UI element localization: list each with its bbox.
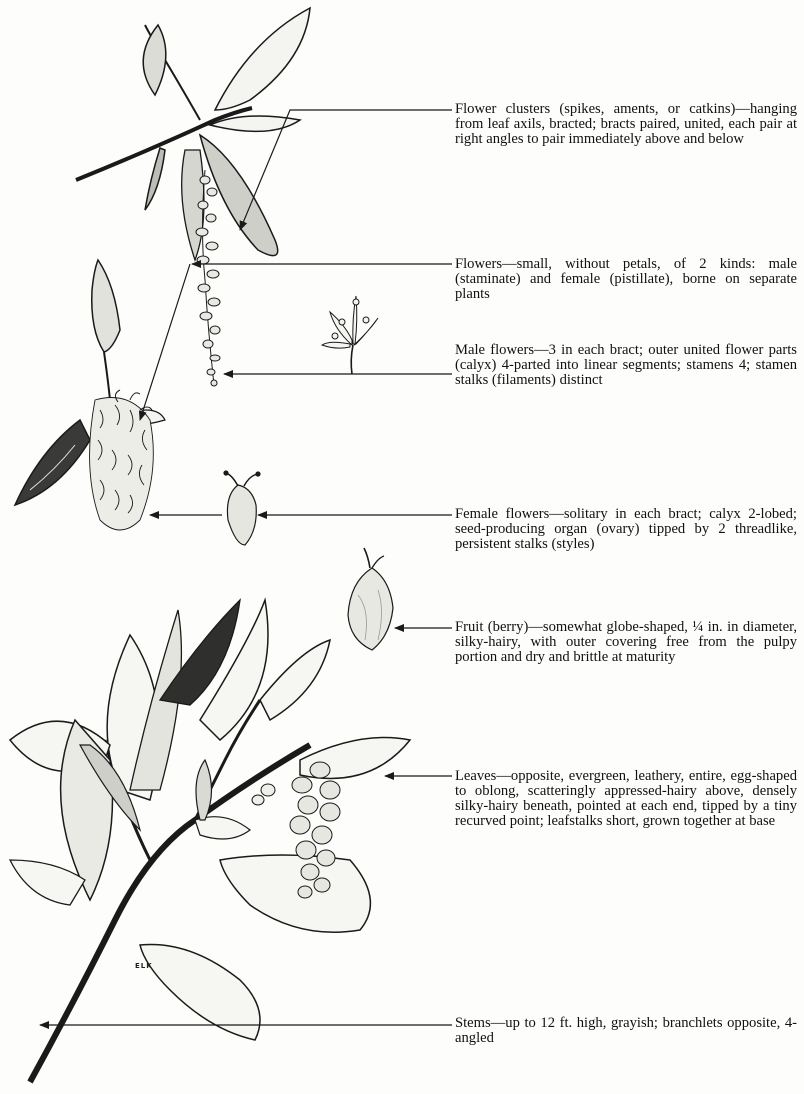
fruit-detail: [348, 548, 393, 650]
male-flower-detail: [322, 296, 378, 374]
artist-signature: ELK: [135, 962, 153, 970]
label-male-flowers: Male flowers—3 in each bract; outer unit…: [455, 343, 797, 388]
label-female-flowers: Female flowers—solitary in each bract; c…: [455, 507, 797, 552]
label-leaves: Leaves—opposite, evergreen, leathery, en…: [455, 769, 797, 829]
label-stems: Stems—up to 12 ft. high, grayish; branch…: [455, 1016, 797, 1046]
label-flower-clusters: Flower clusters (spikes, aments, or catk…: [455, 102, 797, 147]
female-branch-drawing: [15, 260, 165, 530]
leader-flowers-female: [140, 264, 190, 420]
fruiting-branch-drawing: [10, 600, 410, 1082]
label-flowers: Flowers—small, without petals, of 2 kind…: [455, 257, 797, 302]
label-fruit: Fruit (berry)—somewhat globe-shaped, ¼ i…: [455, 620, 797, 665]
female-flower-detail: [224, 471, 260, 545]
